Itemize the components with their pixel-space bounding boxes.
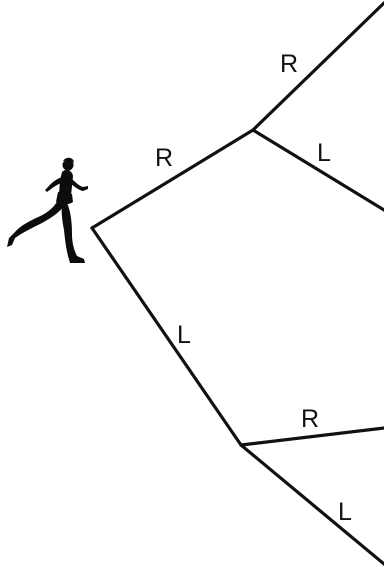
branch-lower-left xyxy=(239,443,384,566)
label-upper-right: R xyxy=(280,50,298,78)
label-lower-left: L xyxy=(338,498,352,526)
label-root-left: L xyxy=(177,321,191,349)
branch-upper-right xyxy=(251,1,384,132)
branch-lower-right xyxy=(239,426,384,447)
branch-root-left xyxy=(90,226,243,447)
label-lower-right: R xyxy=(301,405,319,433)
runner-icon xyxy=(7,157,88,263)
branch-upper-left xyxy=(251,128,384,212)
branch-root-right xyxy=(90,128,255,230)
label-root-right: R xyxy=(155,144,173,172)
label-upper-left: L xyxy=(317,139,331,167)
